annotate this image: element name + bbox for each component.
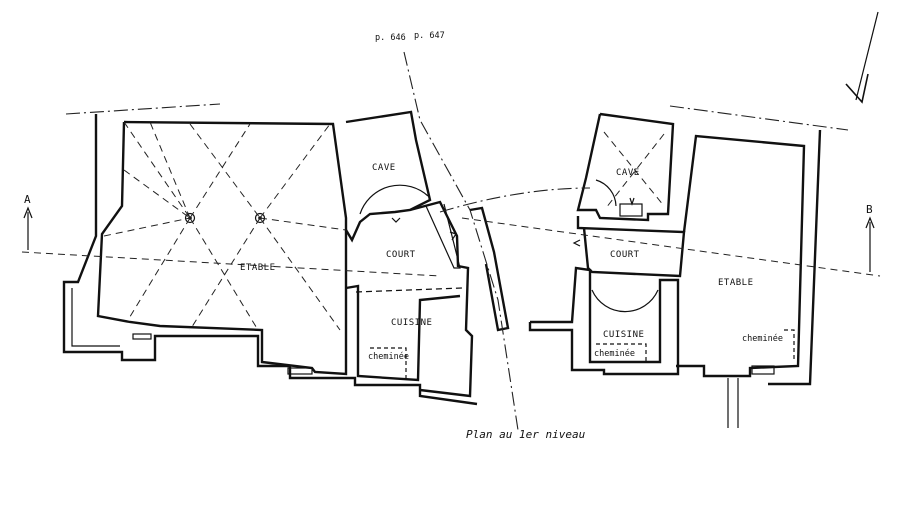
left-etable-outer-wall	[62, 114, 478, 406]
arrow-left-icon	[572, 239, 581, 247]
left-post-2	[287, 367, 313, 375]
page-ref-646: p. 646	[375, 33, 406, 43]
left-court-wall	[409, 200, 474, 398]
right-cave-label: CAVE	[616, 168, 640, 178]
right-court-label: COURT	[610, 250, 640, 260]
left-cuisine-wall	[345, 284, 461, 382]
column-icon	[254, 212, 266, 224]
right-chem-box	[596, 343, 647, 362]
reference-lines	[21, 51, 881, 431]
left-cheminee-label: cheminée	[368, 351, 409, 362]
right-etable-label: ETABLE	[718, 278, 754, 288]
middle-curved-wall	[469, 206, 510, 332]
left-top-boundary	[65, 103, 221, 115]
curved-boundary	[439, 187, 591, 213]
left-outer-offset	[71, 288, 120, 347]
left-court-label: COURT	[386, 250, 416, 260]
plan-title: Plan au 1er niveau	[466, 428, 586, 441]
right-cave-stair	[619, 203, 643, 217]
arrow-down-icon	[629, 197, 635, 206]
right-cave-wall	[576, 112, 675, 222]
left-cave-label: CAVE	[372, 163, 396, 173]
left-cave-door-arc	[359, 184, 429, 215]
right-top-boundary	[669, 105, 849, 131]
left-post-1	[132, 333, 152, 340]
arrow-right-icon	[449, 231, 457, 241]
right-etable-outer	[768, 129, 822, 386]
vault-diagonals	[103, 121, 347, 331]
section-marker-b: B	[866, 203, 873, 216]
section-marker-a: A	[24, 193, 31, 206]
right-chem-etable-box	[784, 329, 795, 360]
right-etable-wall	[676, 134, 806, 378]
left-building	[62, 110, 478, 406]
section-line-b	[461, 217, 881, 277]
left-etable-inner-wall	[96, 120, 348, 376]
right-cave-diag-1	[603, 131, 665, 207]
arrow-up-icon	[865, 216, 875, 229]
arrow-down-icon	[391, 217, 401, 223]
left-etable-label: ETABLE	[240, 263, 276, 273]
right-cheminee-label: cheminée	[594, 348, 635, 359]
right-post	[751, 365, 775, 375]
north-arrow-icon	[845, 11, 879, 104]
left-chem-box	[370, 347, 407, 378]
page-ref-647: p. 647	[414, 31, 445, 41]
right-cuisine-wall	[528, 266, 680, 376]
left-cuisine-dash	[355, 287, 463, 293]
right-etable-cheminee-label: cheminée	[742, 333, 783, 344]
left-cave-wall	[344, 110, 432, 243]
right-cuisine-door-arc	[591, 289, 659, 313]
right-cave-diag-2	[605, 133, 665, 209]
section-line-a	[21, 251, 441, 277]
left-cuisine-label: CUISINE	[391, 318, 432, 328]
property-line	[403, 51, 519, 431]
left-stair	[425, 203, 461, 269]
column-icon	[184, 212, 196, 224]
right-court-wall	[576, 216, 686, 278]
right-cuisine-label: CUISINE	[603, 330, 644, 340]
right-cave-door-arc	[595, 179, 617, 207]
arrow-up-icon	[23, 206, 33, 219]
right-building	[528, 112, 822, 428]
